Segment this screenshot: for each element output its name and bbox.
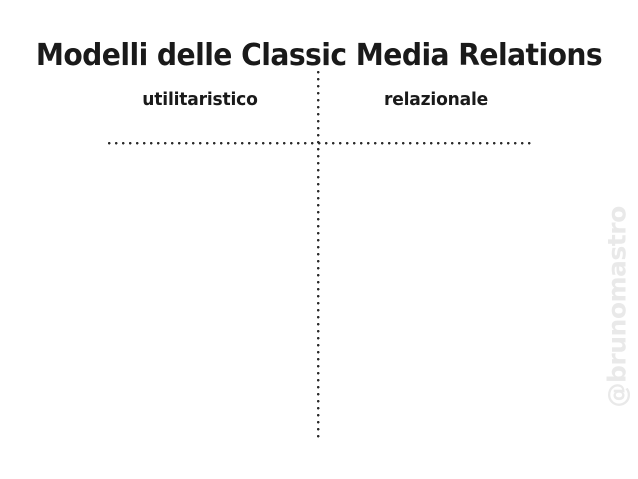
page-title: Modelli delle Classic Media Relations xyxy=(35,38,603,74)
axis-label-utilitaristico: utilitaristico xyxy=(142,89,258,110)
quadrant-top-right xyxy=(320,71,533,142)
quadrant-bottom-right xyxy=(320,145,533,441)
author-watermark: @brunomastro xyxy=(602,206,632,408)
horizontal-dotted-axis xyxy=(108,142,533,145)
vertical-dotted-axis xyxy=(317,71,320,441)
quadrant-bottom-left xyxy=(108,145,317,441)
quadrant-top-left xyxy=(108,71,317,142)
axis-label-relazionale: relazionale xyxy=(383,89,489,110)
